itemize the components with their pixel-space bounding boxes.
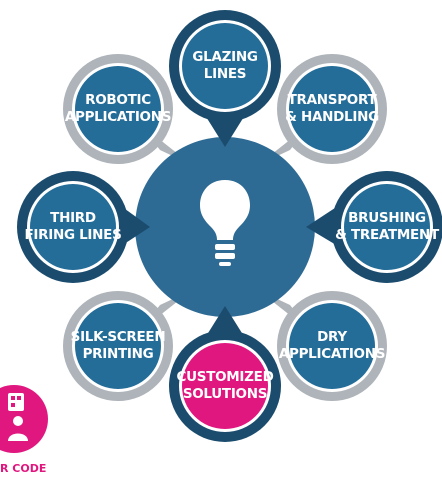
pin-third[interactable] xyxy=(17,171,150,283)
brushing-label: BRUSHING& TREATMENT xyxy=(335,210,439,243)
transport-label: TRANSPORT& HANDLING xyxy=(285,92,379,125)
pin-robotic[interactable] xyxy=(63,54,192,165)
qr-code-label[interactable]: R CODE xyxy=(0,462,47,475)
pin-brushing[interactable] xyxy=(306,171,442,283)
pin-customized[interactable] xyxy=(169,306,281,442)
lightbulb-icon xyxy=(200,180,250,266)
pin-glazing[interactable] xyxy=(169,10,281,147)
pin-dry[interactable] xyxy=(258,290,387,401)
pin-transport[interactable] xyxy=(258,54,387,165)
qr-code-person-icon[interactable] xyxy=(0,385,48,453)
